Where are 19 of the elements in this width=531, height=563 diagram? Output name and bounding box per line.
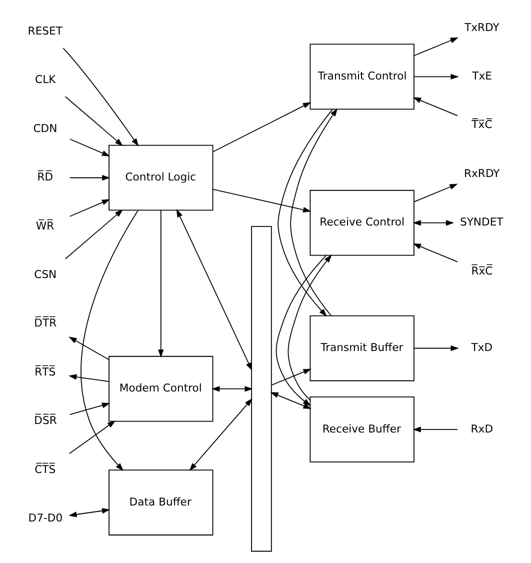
node-text: TxRDY bbox=[464, 20, 499, 34]
node-text: R̅D̅ bbox=[36, 170, 53, 184]
node-text: CLK bbox=[34, 73, 56, 86]
node-text: TxE bbox=[472, 70, 492, 83]
node-text: D7-D0 bbox=[28, 512, 62, 525]
node-text: D̅S̅R̅ bbox=[34, 414, 56, 428]
node-text: RxD bbox=[470, 422, 493, 436]
node-text: W̅R̅ bbox=[35, 219, 54, 232]
node-text: CSN bbox=[34, 268, 56, 281]
node-text: RESET bbox=[27, 24, 62, 38]
node-text: SYNDET bbox=[459, 216, 503, 229]
node-text: R̅x̅C̅ bbox=[470, 264, 492, 278]
node-text: T̅x̅C̅ bbox=[471, 118, 492, 132]
node-text: C̅T̅S̅ bbox=[34, 462, 56, 476]
node-text: CDN bbox=[32, 122, 57, 135]
node-text: RxRDY bbox=[464, 166, 500, 180]
node-text: D̅T̅R̅ bbox=[34, 316, 56, 330]
node-text: TxD bbox=[470, 341, 492, 354]
node-text: R̅T̅S̅ bbox=[34, 365, 56, 378]
